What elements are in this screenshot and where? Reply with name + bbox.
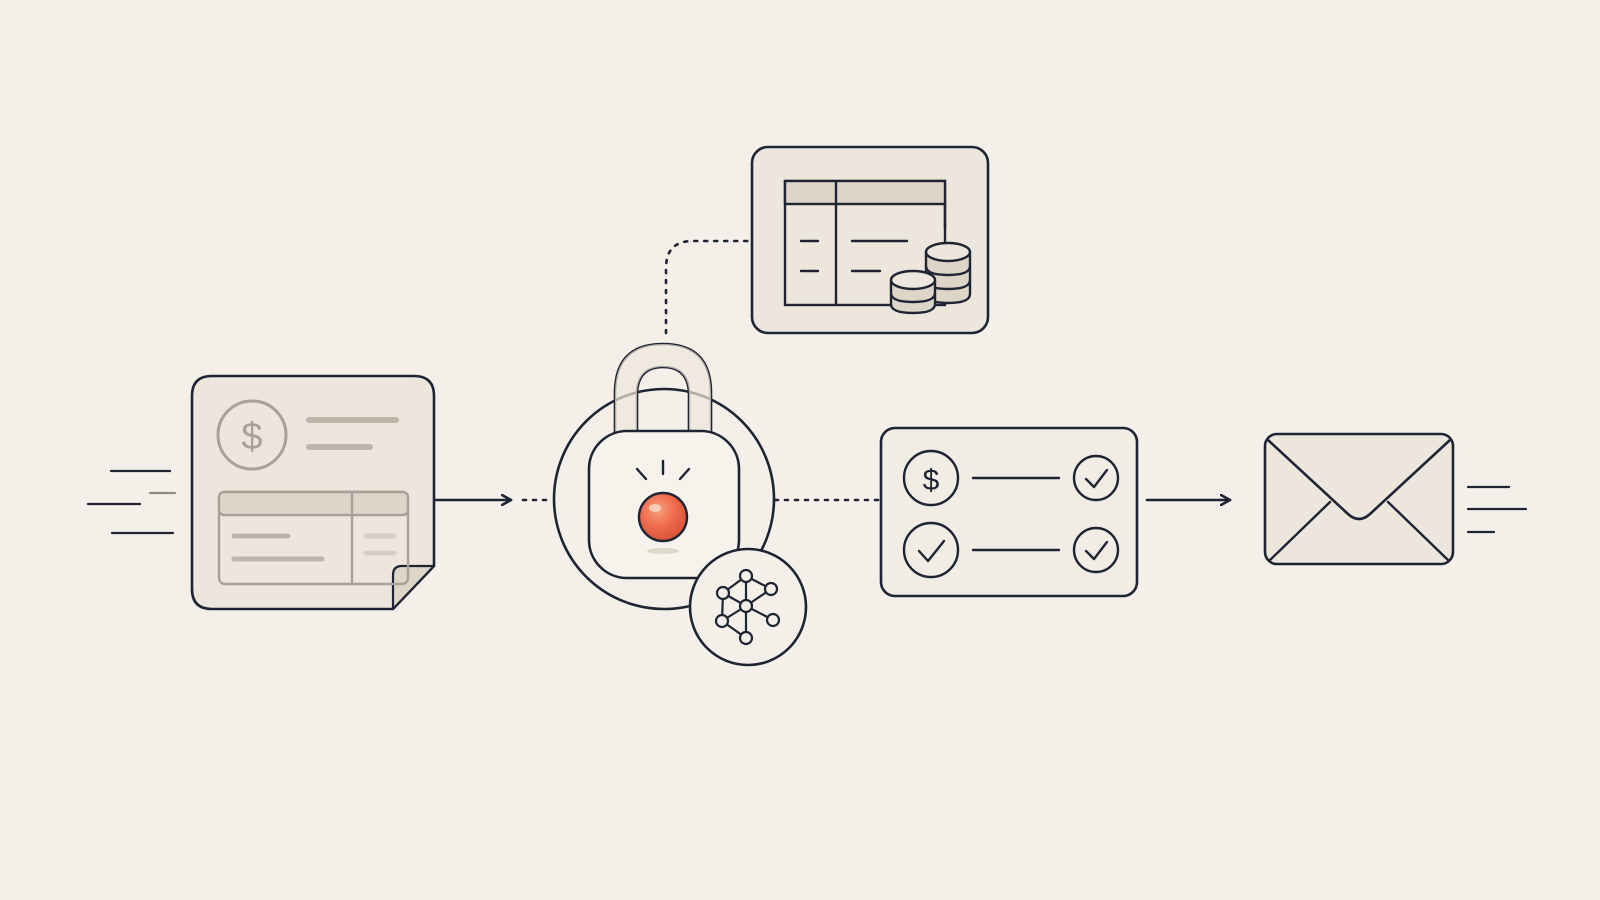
neural-network-icon [688,547,808,667]
check-circle-icon [1072,454,1120,502]
connector-lock-to-ledger [664,239,754,335]
check-circle-icon [902,521,960,579]
status-indicator-dot [637,491,689,543]
spreadsheet-with-coins-icon [750,145,990,335]
svg-text:$: $ [241,416,262,458]
dollar-circle-icon: $ [902,449,960,507]
invoice-document-icon: $ [190,374,436,611]
svg-text:$: $ [923,464,940,497]
motion-lines-right [1466,485,1528,534]
check-circle-icon [1072,526,1120,574]
coin-stack-icon [889,241,972,315]
alert-rays [635,459,691,481]
envelope-icon [1263,432,1455,566]
padlock-icon [552,342,776,611]
payment-checklist-icon: $ [879,426,1139,598]
invoice-table [217,490,410,586]
dollar-coin-icon: $ [216,399,288,471]
motion-lines-left [86,469,177,535]
